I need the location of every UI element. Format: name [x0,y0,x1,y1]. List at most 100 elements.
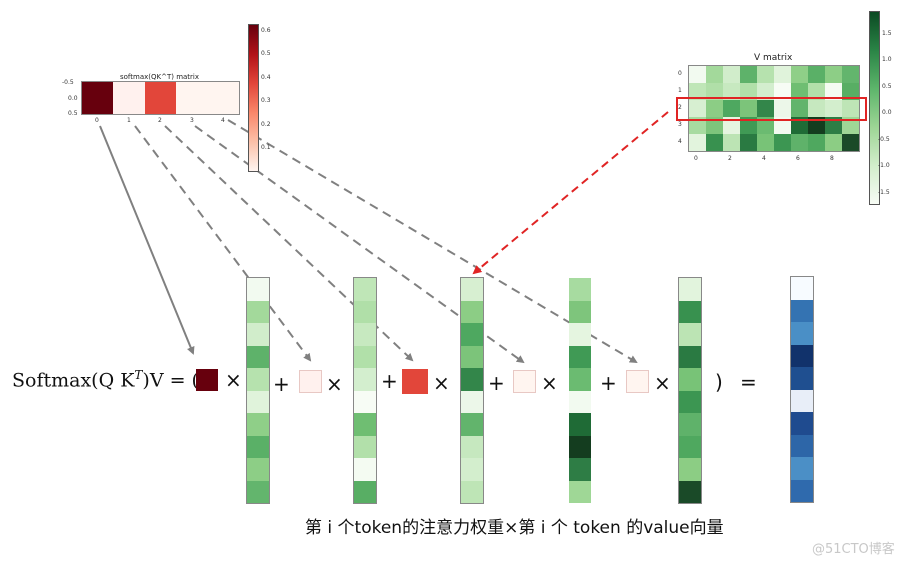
v-colorbar [869,11,880,205]
column-cell [247,390,269,413]
v-ytick: 1 [678,87,682,94]
v-cell [723,83,740,100]
times-sign: × [326,372,343,396]
v-cell [706,66,723,83]
v-cell [706,134,723,151]
column-cell [679,345,701,368]
column-cell [569,368,591,391]
v-cell [740,100,757,117]
v-cbar-tick: -1.5 [878,189,890,196]
v-ytick: 4 [678,138,682,145]
value-column-3 [568,277,592,504]
column-cell [247,413,269,436]
column-cell [461,345,483,368]
softmax-xtick: 4 [221,117,225,124]
column-cell [461,278,483,301]
v-cell [774,134,791,151]
v-cell [774,66,791,83]
column-cell [461,390,483,413]
column-cell [679,300,701,323]
softmax-plot: softmax(QK^T) matrix -0.5 0.0 0.5 0 1 2 … [60,20,271,180]
v-cell [825,134,842,151]
v-cell [706,100,723,117]
v-cell [740,83,757,100]
column-cell [354,413,376,436]
v-cell [689,100,706,117]
column-cell [354,458,376,481]
plus-sign: + [600,371,617,395]
column-cell [679,413,701,436]
v-cell [791,134,808,151]
v-cell [808,117,825,134]
equation-lhs: Softmax(Q KT)V = ( [12,368,199,391]
plus-sign: + [488,371,505,395]
arrow-token-1 [134,125,312,362]
v-cell [757,100,774,117]
column-cell [569,345,591,368]
softmax-cbar-tick: 0.2 [261,121,271,128]
column-cell [354,323,376,346]
times-sign: × [225,368,242,392]
column-cell [791,412,813,435]
v-matrix-plot: V matrix 0 1 2 3 4 0 2 4 6 8 1.5 1.0 0.5… [660,5,915,210]
v-xtick: 2 [728,155,732,162]
softmax-xtick: 0 [95,117,99,124]
v-cell [791,100,808,117]
column-cell [791,277,813,300]
column-cell [679,323,701,346]
column-cell [247,278,269,301]
column-cell [791,367,813,390]
times-sign: × [541,371,558,395]
softmax-ytick: 0.5 [68,110,78,117]
column-cell [791,344,813,367]
value-column-1 [353,277,377,504]
v-xtick: 4 [762,155,766,162]
v-cbar-tick: 0.5 [882,83,892,90]
v-cell [808,66,825,83]
column-cell [569,480,591,503]
v-cell [791,117,808,134]
weight-square-1 [299,370,322,393]
column-cell [354,480,376,503]
watermark: @51CTO博客 [812,542,895,557]
column-cell [247,458,269,481]
softmax-cbar-tick: 0.4 [261,74,271,81]
column-cell [569,458,591,481]
v-cell [740,66,757,83]
v-cell [689,83,706,100]
column-cell [791,457,813,480]
column-cell [791,322,813,345]
value-column-4 [678,277,702,504]
column-cell [461,435,483,458]
v-cbar-tick: 1.5 [882,30,892,37]
plus-sign: + [381,369,398,393]
value-column-0 [246,277,270,504]
column-cell [354,345,376,368]
v-cell [791,83,808,100]
softmax-ytick: 0.0 [68,95,78,102]
arrow-v-row-2 [472,111,669,275]
softmax-cell-2 [144,82,177,114]
column-cell [679,390,701,413]
caption: 第 i 个token的注意力权重×第 i 个 token 的value向量 [305,518,724,538]
v-cell [757,66,774,83]
softmax-colorbar [248,24,259,172]
column-cell [569,278,591,301]
arrow-token-0 [99,125,195,355]
softmax-xtick: 3 [190,117,194,124]
column-cell [679,368,701,391]
v-cbar-tick: 0.0 [882,109,892,116]
column-cell [354,390,376,413]
softmax-cbar-tick: 0.6 [261,27,271,34]
v-cell [757,134,774,151]
weight-square-3 [513,370,536,393]
result-column [790,276,814,503]
v-cell [808,100,825,117]
value-column-2 [460,277,484,504]
v-cell [842,117,859,134]
column-cell [461,368,483,391]
column-cell [461,323,483,346]
v-cell [689,66,706,83]
softmax-heatmap [81,81,240,115]
column-cell [791,479,813,502]
